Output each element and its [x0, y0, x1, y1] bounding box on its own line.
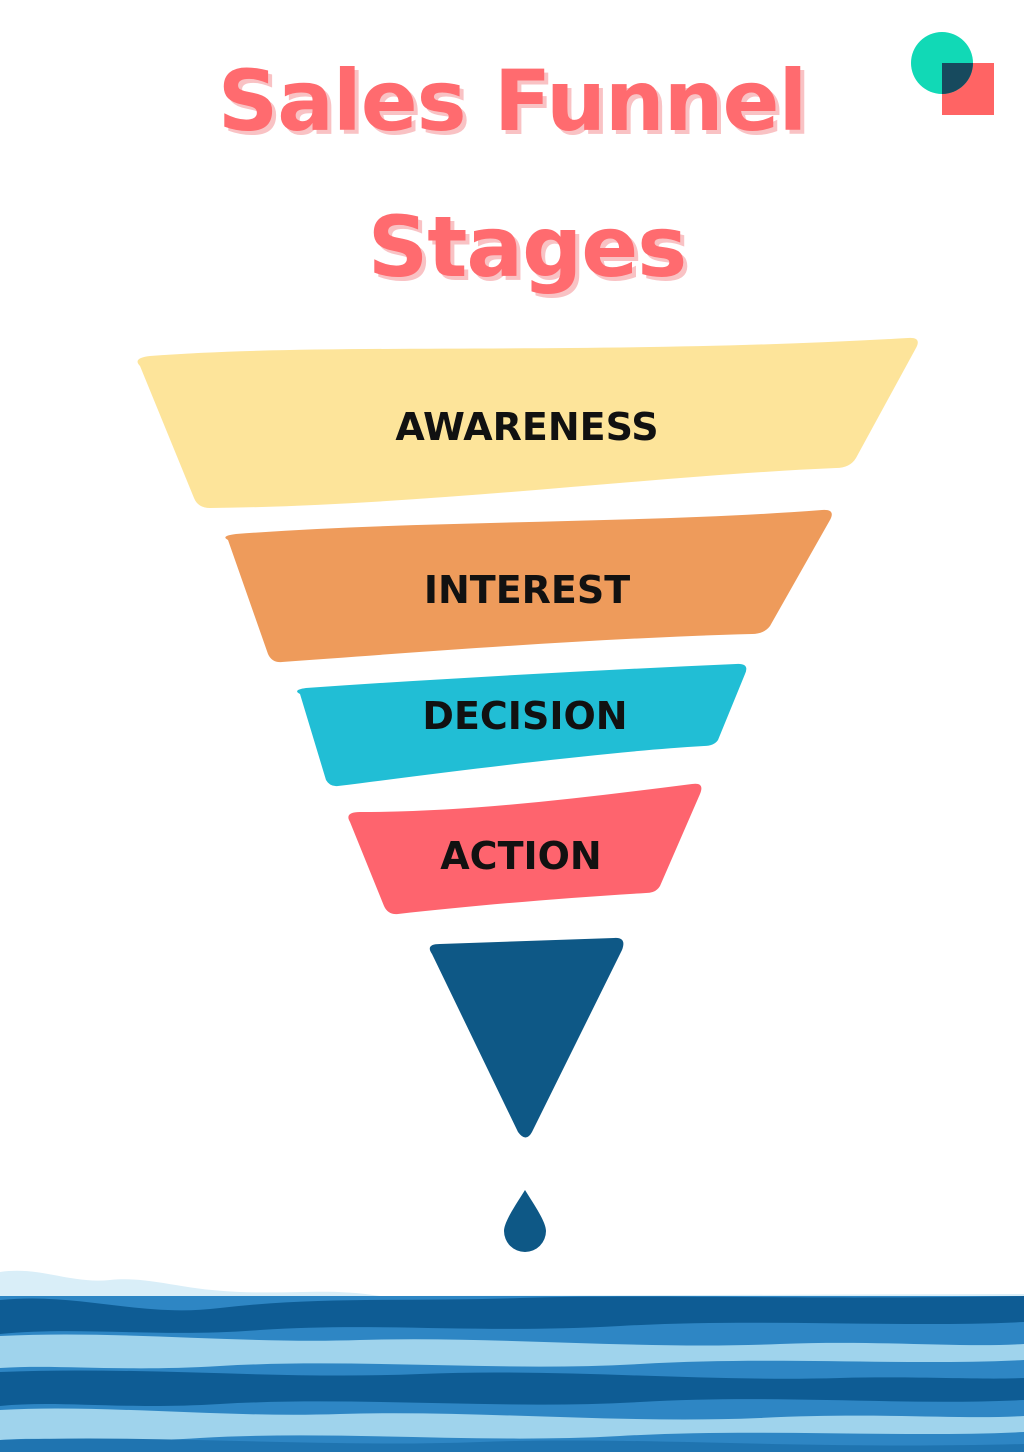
- page-title: Sales Funnel Sales Funnel Stages Stages: [218, 52, 811, 300]
- title-line-1: Sales Funnel: [218, 52, 807, 150]
- funnel: AWARENESS INTEREST DECISION ACTION: [138, 338, 918, 1252]
- funnel-stage-awareness: AWARENESS: [138, 338, 918, 508]
- logo-icon: [911, 32, 994, 115]
- water-drop-icon: [504, 1190, 546, 1252]
- stage-label-awareness: AWARENESS: [395, 405, 658, 449]
- funnel-stage-action: ACTION: [348, 784, 701, 914]
- title-line-2: Stages: [368, 198, 686, 296]
- stage-label-interest: INTEREST: [424, 568, 630, 612]
- funnel-tip: [430, 938, 624, 1138]
- stage-label-action: ACTION: [440, 834, 601, 878]
- sea-decoration: [0, 1271, 1024, 1452]
- funnel-stage-decision: DECISION: [297, 664, 746, 786]
- funnel-stage-interest: INTEREST: [225, 510, 831, 662]
- stage-label-decision: DECISION: [422, 694, 627, 738]
